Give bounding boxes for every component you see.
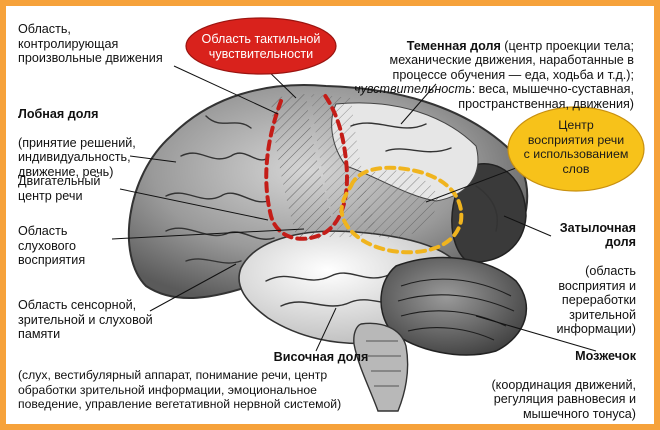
label-voluntary-movement: Область, контролирующая произвольные дви… bbox=[18, 22, 163, 65]
parietal-lobe-sensitivity-word: чувствительность bbox=[354, 82, 472, 96]
label-sensory-memory: Область сенсорной, зрительной и слуховой… bbox=[18, 298, 153, 341]
label-frontal-lobe: Лобная доля (принятие решений, индивидуа… bbox=[18, 92, 188, 194]
label-temporal-lobe-description: (слух, вестибулярный аппарат, понимание … bbox=[18, 368, 342, 411]
parietal-lobe-description-1: (центр проекции тела; механические движе… bbox=[389, 38, 634, 82]
cerebellum-description: (координация движений, регуляция равнове… bbox=[491, 377, 636, 421]
speech-area-hatch bbox=[357, 170, 438, 239]
frontal-lobe-description: (принятие решений, индивидуальность, дви… bbox=[18, 135, 136, 179]
label-occipital-lobe: Затылочная доля (область восприятия и пе… bbox=[526, 206, 637, 351]
diagram-canvas: Область тактильной чувствительности Цент… bbox=[6, 6, 654, 424]
label-parietal-lobe: Теменная доля (центр проекции тела; меха… bbox=[336, 24, 634, 111]
brainstem-texture bbox=[366, 340, 401, 387]
speech-bubble-text: Центр восприятия речи с использованием с… bbox=[523, 118, 629, 176]
cerebellum-title: Мозжечок bbox=[575, 348, 636, 363]
label-auditory-area: Область слухового восприятия bbox=[18, 224, 86, 267]
parietal-lobe-description-2: : веса, мышечно-суставная, пространствен… bbox=[458, 82, 634, 111]
label-cerebellum: Мозжечок (координация движений, регуляци… bbox=[451, 334, 636, 424]
tactile-bubble bbox=[185, 17, 337, 75]
occipital-lobe-title: Затылочная доля bbox=[559, 220, 636, 250]
label-temporal-lobe-title: Височная доля bbox=[273, 350, 369, 364]
tactile-bubble-text: Область тактильной чувствительности bbox=[201, 32, 321, 61]
tactile-area-outline bbox=[264, 92, 349, 241]
label-motor-speech-center: Двигательный центр речи bbox=[18, 174, 101, 203]
speech-area-outline bbox=[339, 165, 464, 255]
speech-bubble bbox=[507, 106, 645, 192]
pointer-lines bbox=[111, 63, 597, 352]
occipital-lobe-shape bbox=[451, 163, 527, 263]
motor-strip-hatch bbox=[271, 94, 336, 242]
parietal-lobe-title: Теменная доля bbox=[406, 38, 501, 53]
frontal-lobe-title: Лобная доля bbox=[18, 106, 99, 121]
brainstem-shape bbox=[353, 322, 409, 412]
brain-illustration bbox=[111, 17, 645, 412]
occipital-lobe-description: (область восприятия и переработки зрител… bbox=[556, 264, 637, 336]
